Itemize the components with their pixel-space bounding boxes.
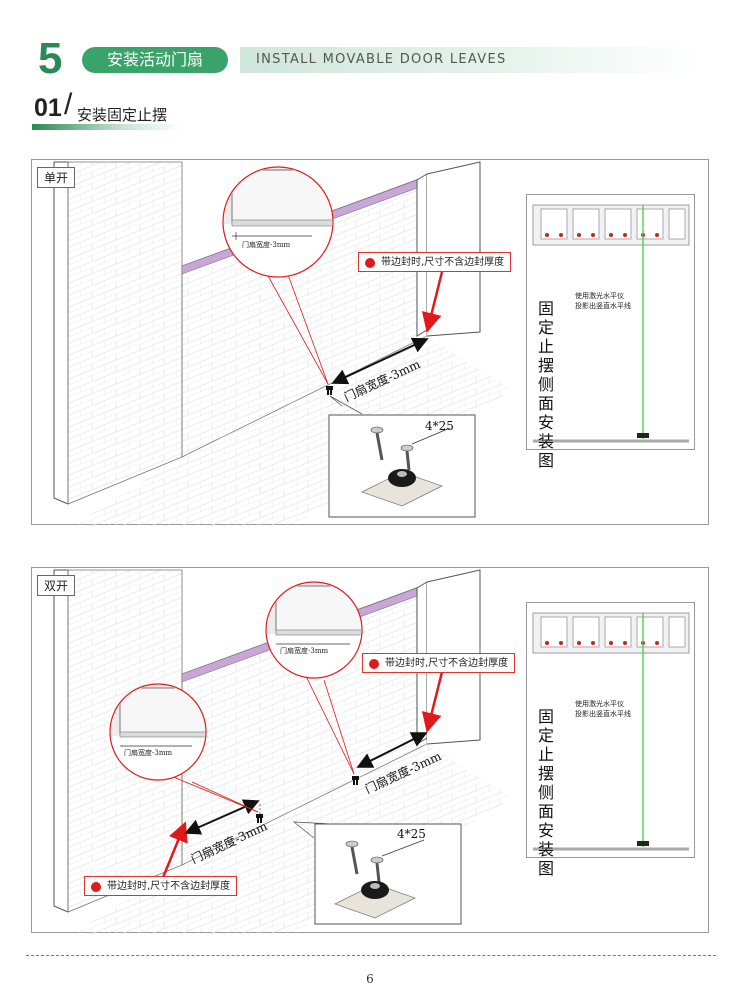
single-door-illustration bbox=[53, 161, 512, 526]
single-zoom-label: 门扇宽度-3mm bbox=[242, 241, 291, 249]
footer-divider bbox=[26, 955, 716, 956]
callout-dot-icon bbox=[91, 882, 101, 892]
double-side-view: 固定止摆侧面安装图 使用激光水平仪 投影出竖直水平线 bbox=[526, 602, 695, 878]
double-zoom-label-left: 门扇宽度-3mm bbox=[124, 749, 173, 757]
section-title-en: INSTALL MOVABLE DOOR LEAVES bbox=[240, 47, 700, 73]
single-side-view: 固定止摆侧面安装图 使用激光水平仪 投影出竖直水平线 bbox=[526, 194, 695, 470]
subsection-title: 安装固定止摆 bbox=[77, 106, 168, 124]
single-screw-label: 4*25 bbox=[425, 419, 454, 433]
subsection-underline bbox=[32, 124, 182, 130]
laser-note: 使用激光水平仪 投影出竖直水平线 bbox=[575, 700, 631, 718]
side-view-title: 固定止摆侧面安装图 bbox=[537, 299, 554, 470]
subsection-slash: / bbox=[64, 88, 73, 121]
double-door-panel: 双开 门扇宽度-3mm 门扇宽度-3mm 带边封时,尺寸不含边封厚度 带边封时,… bbox=[31, 567, 709, 934]
callout-dot-icon bbox=[365, 258, 375, 268]
double-zoom-label-right: 门扇宽度-3mm bbox=[280, 647, 329, 655]
single-door-label: 单开 bbox=[37, 167, 76, 188]
subsection-number: 01 bbox=[34, 94, 62, 122]
callout-dot-icon bbox=[369, 659, 379, 669]
double-door-label: 双开 bbox=[37, 575, 76, 596]
laser-note: 使用激光水平仪 投影出竖直水平线 bbox=[575, 292, 631, 310]
side-view-title: 固定止摆侧面安装图 bbox=[537, 707, 554, 878]
section-title: 安装活动门扇 bbox=[82, 47, 228, 73]
double-screw-label: 4*25 bbox=[397, 827, 426, 841]
section-number: 5 bbox=[38, 34, 63, 83]
double-edge-callout-right: 带边封时,尺寸不含边封厚度 bbox=[362, 653, 516, 673]
double-edge-callout-left: 带边封时,尺寸不含边封厚度 bbox=[84, 876, 238, 896]
side-view-illustration bbox=[532, 612, 690, 851]
page-number: 6 bbox=[366, 972, 374, 986]
side-view-illustration bbox=[532, 204, 690, 443]
single-edge-callout: 带边封时,尺寸不含边封厚度 bbox=[358, 252, 512, 272]
single-door-panel: 单开 门扇宽度-3mm 带边封时,尺寸不含边封厚度 门扇宽度-3mm 4*25 … bbox=[31, 159, 709, 526]
